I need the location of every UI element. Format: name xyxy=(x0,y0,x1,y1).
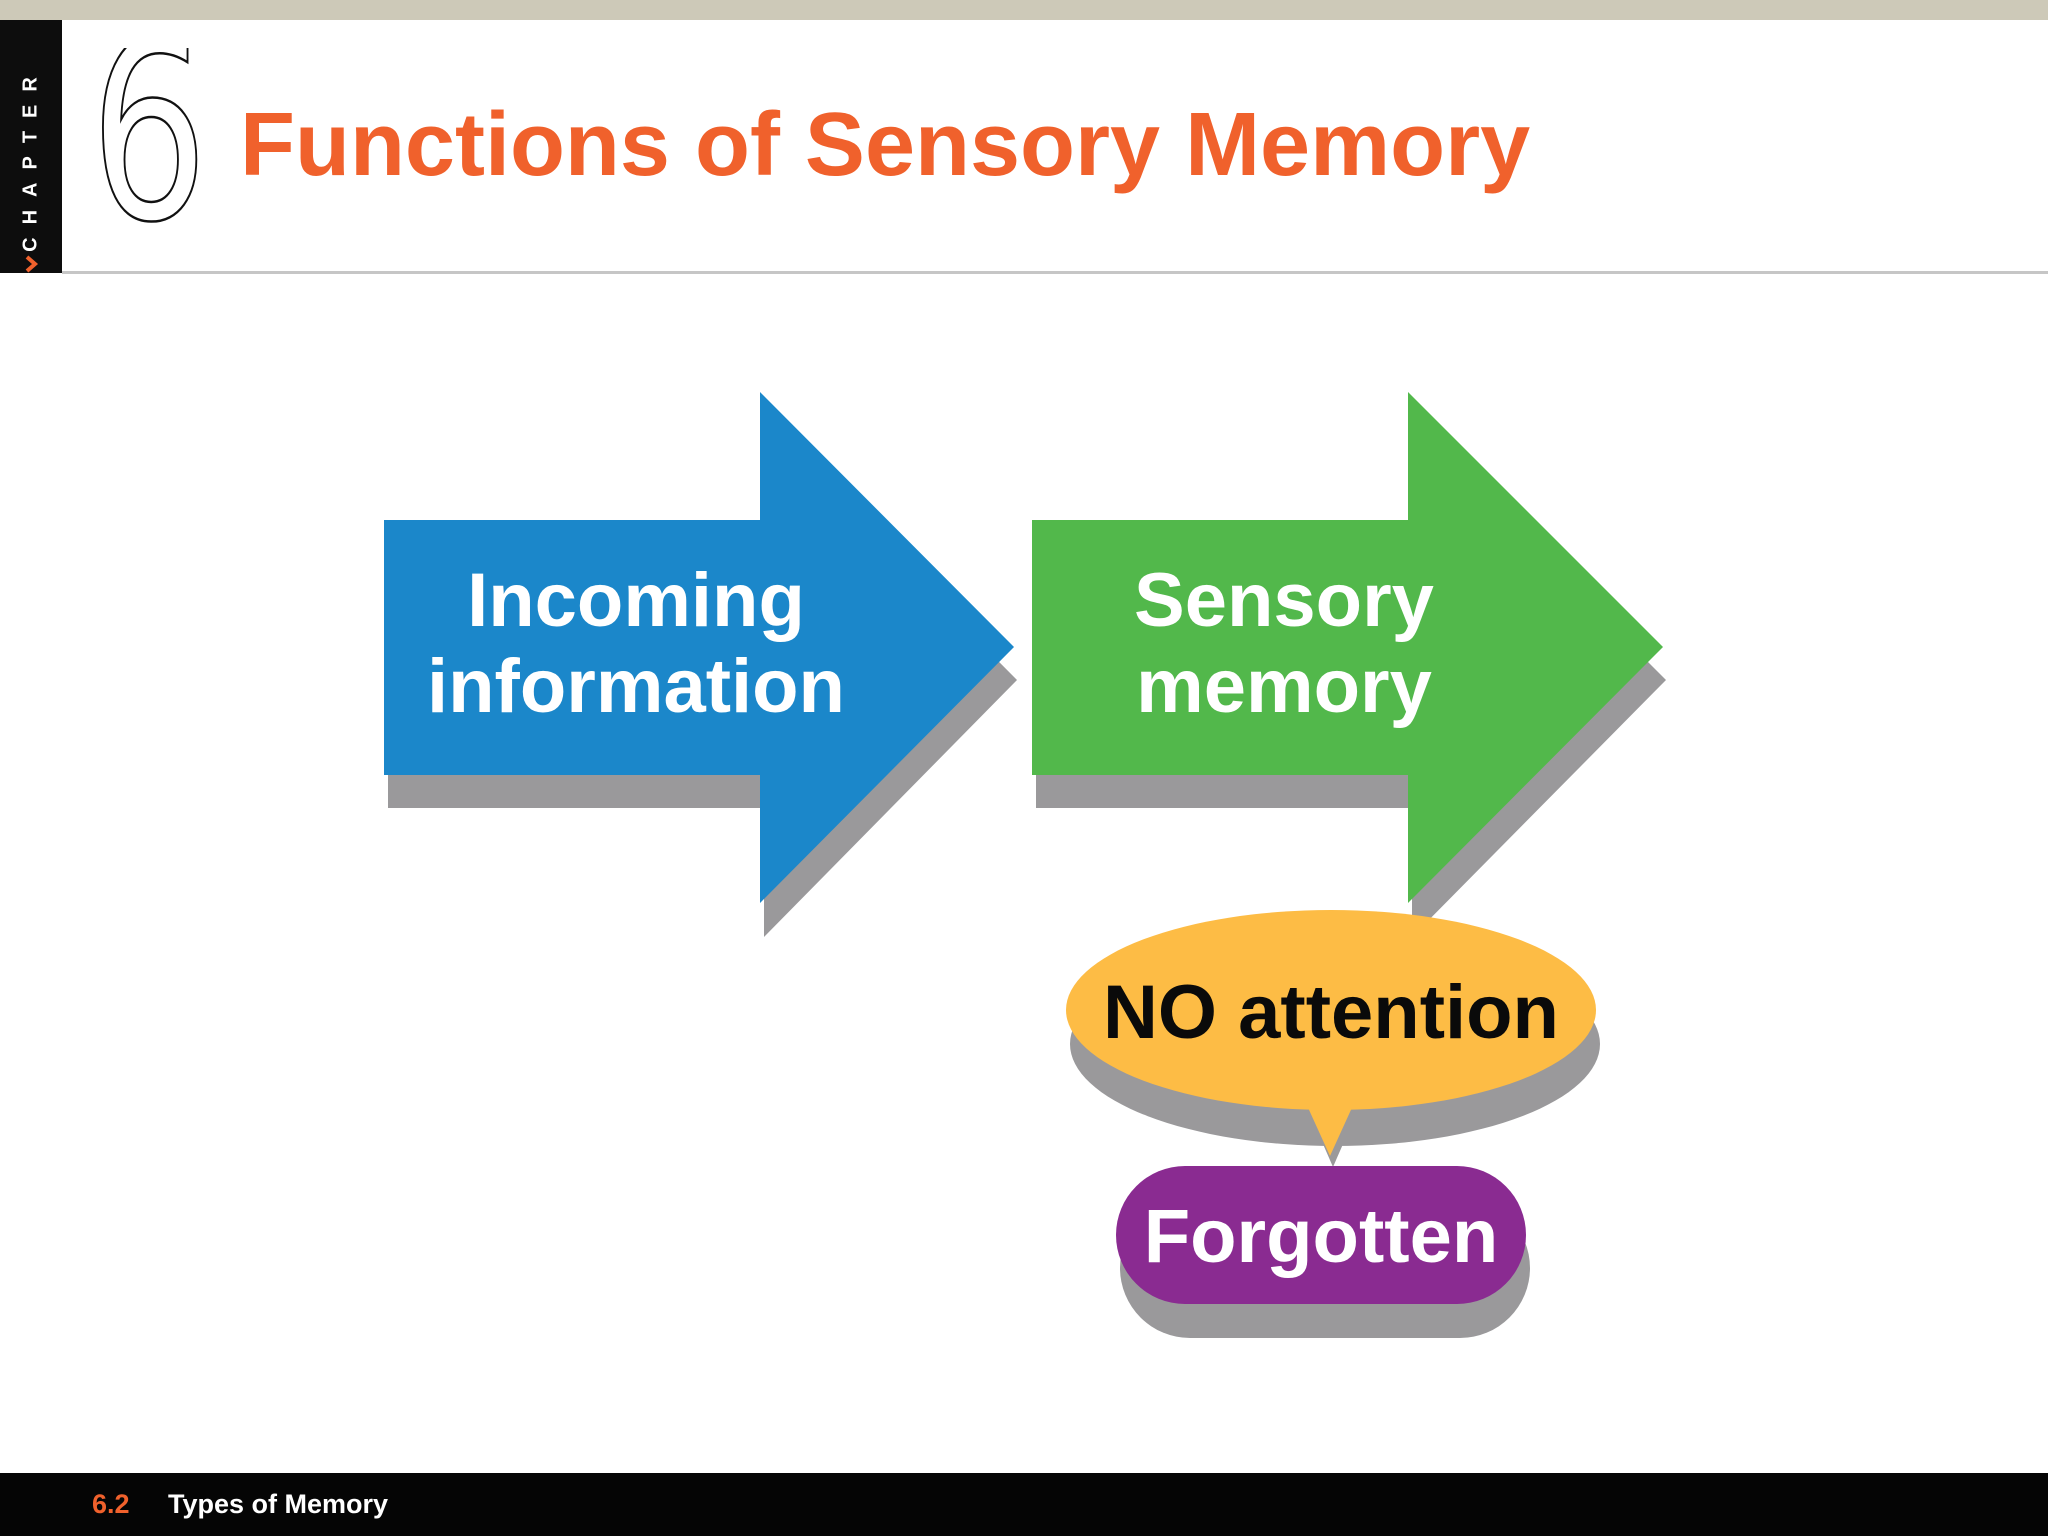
footer-section-number: 6.2 xyxy=(92,1489,130,1519)
sensory-memory-node: Sensory memory xyxy=(1032,392,1666,937)
incoming-label-line2: information xyxy=(427,644,845,729)
incoming-information-node: Incoming information xyxy=(384,392,1017,937)
chevron-right-icon xyxy=(25,255,39,273)
forgotten-node: Forgotten xyxy=(1116,1166,1530,1338)
incoming-label-line1: Incoming xyxy=(467,558,805,643)
incoming-arrow xyxy=(384,392,1014,903)
attention-bubble xyxy=(1066,910,1596,1110)
sensory-label-line1: Sensory xyxy=(1134,558,1434,643)
sensory-label-line2: memory xyxy=(1136,644,1432,729)
chapter-number-glyph: 6 xyxy=(90,48,208,238)
chapter-tab: CHAPTER xyxy=(0,20,62,273)
attention-label: NO attention xyxy=(1103,970,1559,1055)
forgotten-label: Forgotten xyxy=(1144,1194,1499,1279)
page-title: Functions of Sensory Memory xyxy=(240,95,1531,195)
attention-tail xyxy=(1300,1090,1360,1156)
no-attention-bubble: NO attention xyxy=(1066,910,1600,1167)
footer-section-title: Types of Memory xyxy=(168,1489,389,1519)
sensory-arrow xyxy=(1032,392,1663,903)
forgotten-pill xyxy=(1116,1166,1526,1304)
top-strip xyxy=(0,0,2048,20)
header-divider xyxy=(62,271,2048,274)
chapter-number: 6 xyxy=(89,48,210,238)
footer-bar: 6.2 Types of Memory xyxy=(0,1473,2048,1536)
